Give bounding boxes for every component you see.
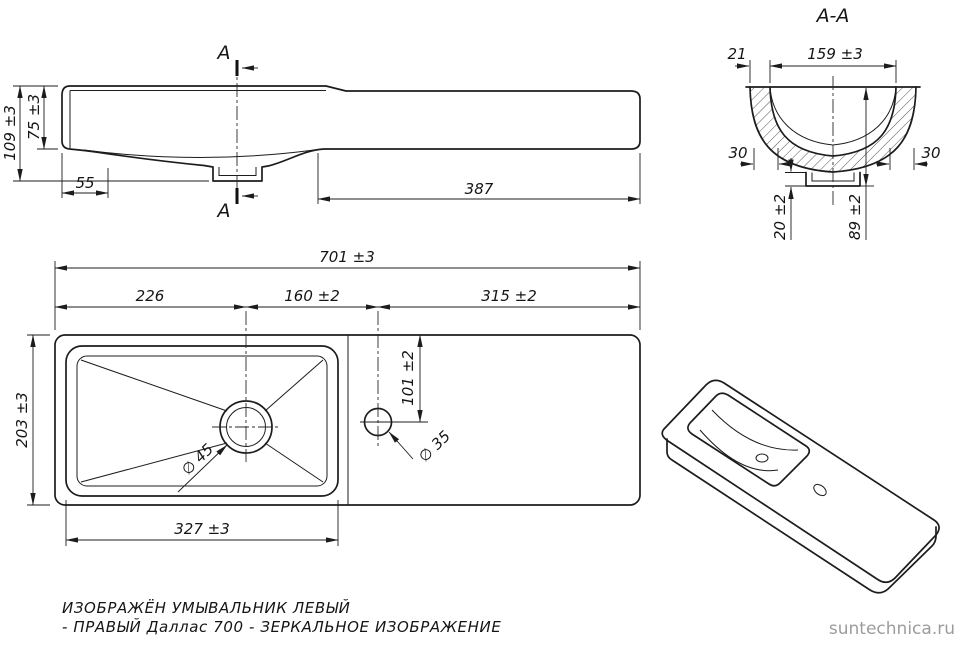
- plan-basin-rim: [65, 345, 339, 497]
- dim-inner-width-label: 159 ±3: [807, 45, 863, 63]
- dim-faucet-diameter-label: ∅ 35: [415, 427, 454, 466]
- side-view-dimensions: 109 ±3 75 ±3 55 387: [1, 85, 641, 204]
- caption-line-1: ИЗОБРАЖЁН УМЫВАЛЬНИК ЛЕВЫЙ: [62, 598, 350, 617]
- plan-basin-inner-rim: [76, 355, 328, 487]
- caption: ИЗОБРАЖЁН УМЫВАЛЬНИК ЛЕВЫЙ - ПРАВЫЙ Далл…: [62, 598, 501, 636]
- side-view: A A 109 ±3 75 ±3 55 387: [1, 42, 641, 222]
- basin-diagonal: [264, 442, 324, 483]
- section-cut-line: A A: [216, 42, 258, 222]
- section-view: A-A 21 159 ±3 30: [727, 5, 941, 240]
- iso-drain: [755, 453, 769, 463]
- side-drain-inner: [218, 167, 257, 176]
- dim-depth-label: 203 ±3: [13, 392, 31, 448]
- plan-view: 701 ±3 226 160 ±2 315 ±2 203 ±3 101 ±2 ∅…: [13, 248, 641, 546]
- dim-left-segment-label: 226: [136, 287, 165, 305]
- dim-bowl-width-label: 327 ±3: [174, 520, 230, 538]
- watermark: suntechnica.ru: [829, 619, 955, 639]
- caption-line-2: - ПРАВЫЙ Даллас 700 - ЗЕРКАЛЬНОЕ ИЗОБРАЖ…: [62, 617, 501, 636]
- iso-bowl-curve: [699, 429, 779, 472]
- section-shell-hatch: [750, 87, 916, 172]
- dim-total-depth-label: 89 ±2: [846, 194, 864, 240]
- iso-faucet-hole: [813, 483, 827, 497]
- dim-wall-right-label: 30: [921, 144, 940, 162]
- cut-label-bottom: A: [216, 200, 231, 222]
- dim-right-segment-label: 315 ±2: [481, 287, 537, 305]
- dim-total-width-label: 701 ±3: [319, 248, 375, 266]
- dim-right-span-label: 387: [465, 180, 494, 198]
- dim-rim-width-label: 21: [727, 45, 746, 63]
- dim-front-height-label: 75 ±3: [25, 94, 43, 140]
- dim-faucet-offset-label: 101 ±2: [399, 350, 417, 406]
- dim-drain-depth-label: 20 ±2: [771, 194, 789, 240]
- isometric-view: [661, 379, 940, 594]
- basin-diagonal: [264, 359, 324, 412]
- side-bowl-inner-curve: [83, 149, 315, 158]
- iso-basin-opening: [687, 392, 811, 487]
- dim-wall-left-label: 30: [728, 144, 747, 162]
- iso-bottom-edges: [666, 438, 937, 594]
- iso-bowl-curve: [711, 409, 799, 451]
- section-title: A-A: [815, 5, 850, 27]
- cut-label-top: A: [216, 42, 231, 64]
- side-outline: [61, 85, 641, 182]
- dim-mid-segment-label: 160 ±2: [284, 287, 340, 305]
- dim-left-offset-label: 55: [75, 174, 94, 192]
- basin-diagonal: [80, 442, 228, 483]
- basin-diagonal: [80, 359, 228, 412]
- dim-total-height-label: 109 ±3: [1, 105, 19, 161]
- section-dimensions: 21 159 ±3 30 30 20 ±2: [727, 45, 941, 240]
